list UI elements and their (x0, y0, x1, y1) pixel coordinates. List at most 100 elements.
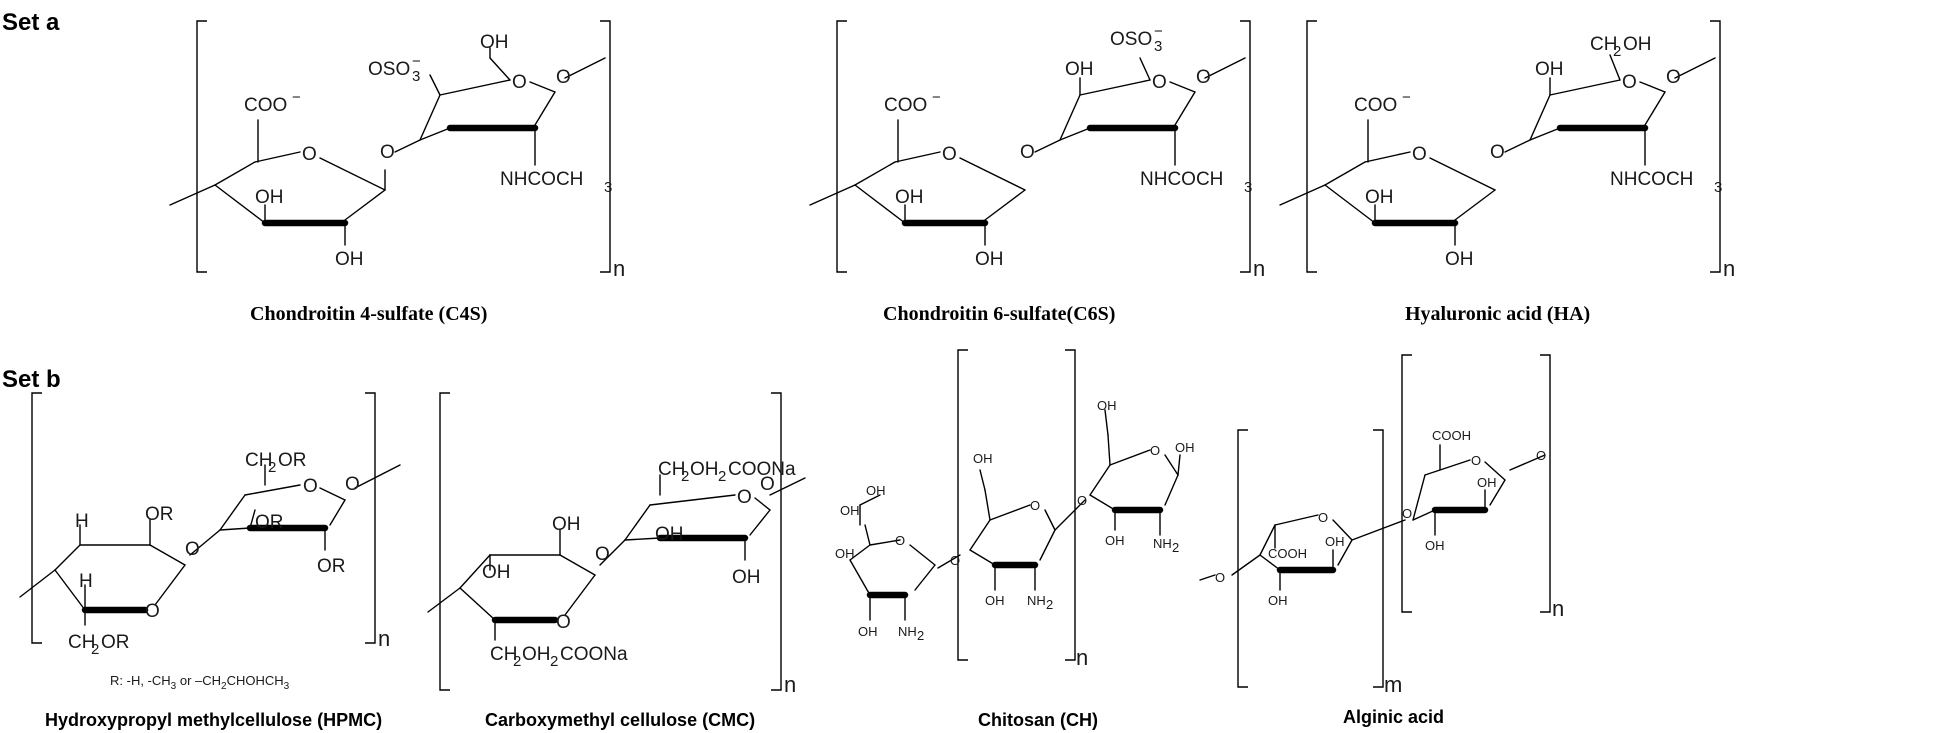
svg-text:NH: NH (1027, 593, 1046, 608)
svg-text:OH: OH (1325, 534, 1345, 549)
svg-text:O: O (1471, 453, 1481, 468)
svg-text:O: O (1152, 72, 1167, 93)
svg-text:OH: OH (1425, 538, 1445, 553)
svg-text:O: O (1196, 67, 1211, 88)
svg-text:−: − (412, 53, 421, 70)
bracket-left (196, 20, 207, 273)
repeat-index: n (1076, 645, 1088, 670)
svg-text:NHCOCH: NHCOCH (1610, 169, 1693, 190)
svg-text:COO: COO (1354, 95, 1397, 116)
caption-chitosan: Chitosan (CH) (978, 710, 1098, 730)
svg-text:OH: OH (1477, 475, 1497, 490)
set-a-title: Set a (2, 9, 60, 36)
bracket-left (957, 349, 968, 661)
structure-chitosan: n OH (835, 349, 1195, 730)
structure-hpmc: n H H OR CH 2 OR CH 2 OR OR OR (19, 392, 401, 730)
svg-text:OH: OH (482, 562, 511, 583)
svg-text:O: O (1318, 510, 1328, 525)
svg-text:H: H (79, 571, 93, 592)
svg-text:O: O (345, 474, 360, 495)
svg-text:NHCOCH: NHCOCH (1140, 169, 1223, 190)
svg-text:−: − (1154, 23, 1163, 40)
svg-text:OH: OH (858, 624, 878, 639)
caption-cmc: Carboxymethyl cellulose (CMC) (485, 710, 755, 730)
svg-text:OH: OH (985, 593, 1005, 608)
svg-text:2: 2 (681, 468, 689, 485)
caption-hpmc: Hydroxypropyl methylcellulose (HPMC) (45, 710, 382, 730)
svg-text:OH: OH (895, 187, 924, 208)
svg-text:OH: OH (552, 514, 581, 535)
svg-text:O: O (760, 474, 775, 495)
svg-text:2: 2 (268, 459, 276, 476)
bracket-right (600, 20, 611, 273)
svg-text:NH: NH (898, 624, 917, 639)
repeat-index: n (613, 256, 625, 281)
svg-text:O: O (145, 601, 160, 622)
svg-text:OH: OH (1535, 59, 1564, 80)
structure-c4s: n COO − OH OSO 3 − O O O (169, 20, 625, 325)
svg-text:3: 3 (1244, 179, 1252, 196)
caption-ha: Hyaluronic acid (HA) (1405, 303, 1590, 325)
structure-cmc: n OH OH OH OH CH 2 OH 2 COONa CH 2 OH 2 … (427, 392, 806, 730)
svg-text:OSO: OSO (1110, 29, 1152, 50)
svg-text:−: − (932, 89, 941, 106)
svg-text:OH: OH (835, 546, 855, 561)
svg-text:O: O (1150, 443, 1160, 458)
set-b-title: Set b (2, 366, 61, 393)
svg-text:O: O (1666, 67, 1681, 88)
svg-text:2: 2 (718, 468, 726, 485)
repeat-index: n (378, 626, 390, 651)
bracket-right-n (1540, 354, 1551, 613)
svg-text:OH: OH (1365, 187, 1394, 208)
bracket-right-m (1373, 429, 1384, 688)
svg-text:O: O (895, 533, 905, 548)
svg-text:3: 3 (412, 68, 420, 85)
svg-text:O: O (303, 476, 318, 497)
svg-text:O: O (595, 544, 610, 565)
svg-text:OR: OR (255, 512, 284, 533)
svg-text:O: O (380, 142, 395, 163)
bracket-left-n (1401, 354, 1412, 613)
svg-text:OR: OR (317, 556, 346, 577)
structure-alginic-acid: m n O COOH O OH OH O COOH O (1199, 354, 1564, 727)
bracket-left-m (1237, 429, 1248, 688)
svg-text:OH: OH (522, 644, 551, 665)
bracket-left (836, 20, 847, 273)
repeat-index: n (1723, 256, 1735, 281)
bracket-right (1710, 20, 1721, 273)
svg-text:OH: OH (655, 524, 684, 545)
svg-text:OSO: OSO (368, 59, 410, 80)
svg-text:−: − (292, 89, 301, 106)
svg-text:O: O (950, 553, 960, 568)
r-substituent-note: R: -H, -CH3 or –CH2CHOHCH3 (110, 673, 290, 692)
structure-c6s: n COO − OSO 3 − OH O O O O OH OH NHCOCH (809, 20, 1265, 325)
caption-c6s: Chondroitin 6-sulfate(C6S) (883, 303, 1115, 325)
bracket-right (1240, 20, 1251, 273)
svg-text:OH: OH (840, 503, 860, 518)
svg-text:3: 3 (1714, 179, 1722, 196)
svg-text:COOH: COOH (1432, 428, 1471, 443)
svg-text:OH: OH (866, 483, 886, 498)
svg-text:CH: CH (658, 459, 685, 480)
svg-text:OR: OR (101, 632, 130, 653)
svg-text:H: H (75, 511, 89, 532)
caption-c4s: Chondroitin 4-sulfate (C4S) (250, 303, 487, 325)
bracket-right (771, 392, 782, 691)
svg-text:CH: CH (245, 450, 272, 471)
svg-text:OH: OH (335, 249, 364, 270)
svg-text:NHCOCH: NHCOCH (500, 169, 583, 190)
svg-text:OH: OH (1623, 34, 1652, 55)
svg-text:OH: OH (1445, 249, 1474, 270)
svg-text:O: O (737, 487, 752, 508)
svg-text:3: 3 (604, 179, 612, 196)
svg-text:O: O (1020, 142, 1035, 163)
svg-text:O: O (556, 67, 571, 88)
caption-alginic-acid: Alginic acid (1343, 707, 1444, 727)
svg-text:2: 2 (917, 628, 924, 643)
svg-text:OH: OH (1097, 398, 1117, 413)
svg-text:2: 2 (550, 653, 558, 670)
svg-text:2: 2 (91, 641, 99, 658)
svg-text:OH: OH (975, 249, 1004, 270)
svg-text:OR: OR (278, 450, 307, 471)
